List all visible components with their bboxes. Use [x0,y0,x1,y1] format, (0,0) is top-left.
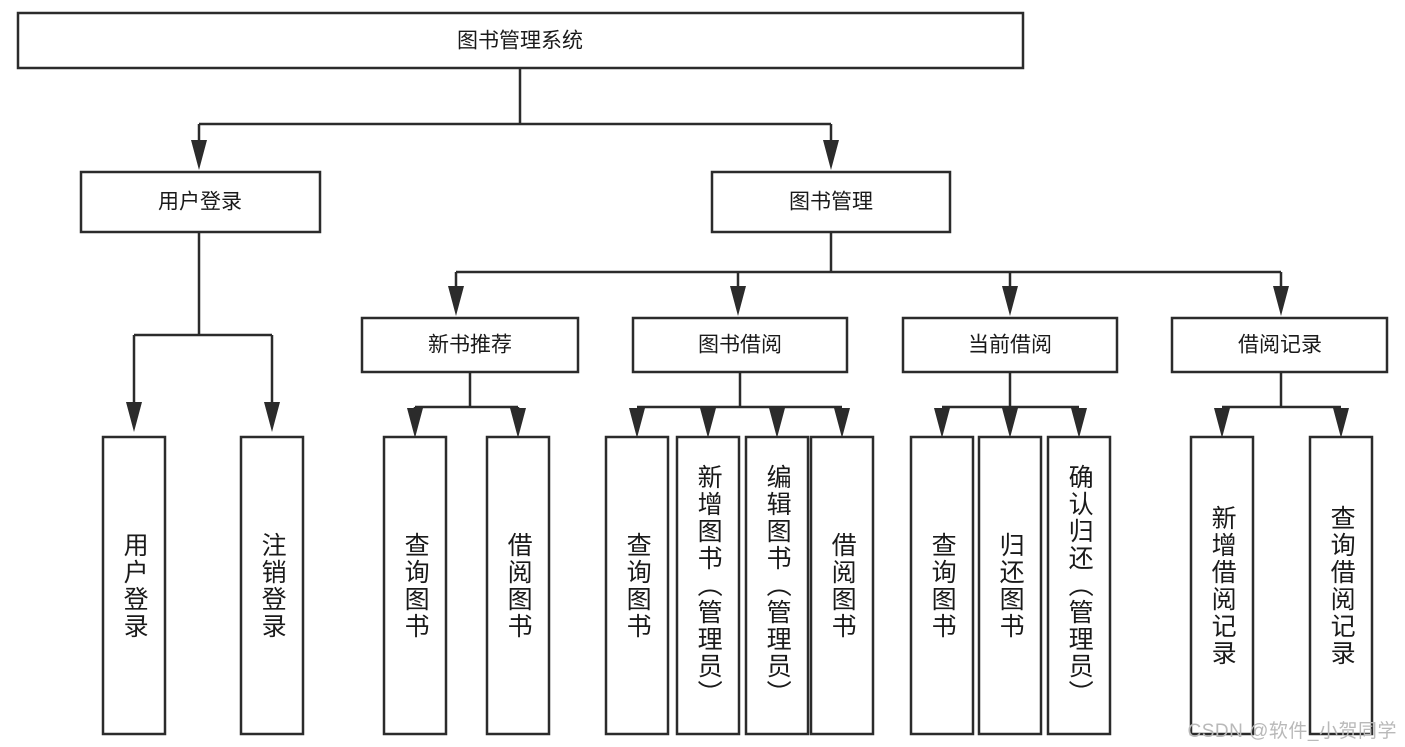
leaf-box-user-login-1[interactable] [239,435,305,736]
node-book-manage-box[interactable] [710,170,952,234]
leaf-box-borrow-record-0[interactable] [1189,435,1255,736]
leaf-label-user-login-0: 用户登录 [120,531,149,640]
leaf-label-wrap-book-borrow-1: 新增图书（管理员） [677,437,739,734]
connector-group-new-book-leaves [407,372,526,438]
node-new-book-recommend-box[interactable] [360,316,580,374]
arrow-head-leaf-nb-1 [510,408,526,438]
leaf-box-new-book-1[interactable] [485,435,551,736]
node-current-borrow-label: 当前借阅 [968,334,1052,357]
csdn-watermark: CSDN @软件_小贺同学 [1187,721,1397,742]
arrow-head-leaf-cb-2 [1071,408,1087,438]
arrow-head-leaf-br-1 [1333,408,1349,438]
leaf-box-book-borrow-0[interactable] [604,435,670,736]
leaf-label-wrap-current-borrow-2: 确认归还（管理员） [1048,437,1110,734]
leaf-label-wrap-book-borrow-2: 编辑图书（管理员） [746,437,808,734]
leaf-label-wrap-user-login-1: 注销登录 [241,437,303,734]
arrow-head-leaf-br-0 [1214,408,1230,438]
leaf-box-current-borrow-1[interactable] [977,435,1043,736]
arrow-head-book-borrow [730,286,746,316]
leaf-label-wrap-current-borrow-1: 归还图书 [979,437,1041,734]
connector-group-booklmanage-to-level3 [448,232,1289,316]
leaf-label-borrow-record-0: 新增借阅记录 [1208,504,1237,667]
node-borrow-record-label: 借阅记录 [1238,334,1322,357]
leaf-label-wrap-borrow-record-0: 新增借阅记录 [1191,437,1253,734]
arrow-head-leaf-bb-2 [769,408,785,438]
leaf-label-book-borrow-0: 查询图书 [623,531,652,640]
leaf-label-book-borrow-2: 编辑图书（管理员） [763,464,792,707]
leaf-label-borrow-record-1: 查询借阅记录 [1327,504,1356,667]
leaf-label-wrap-book-borrow-3: 借阅图书 [811,437,873,734]
node-user-login-box[interactable] [79,170,322,234]
node-book-borrow-box[interactable] [631,316,849,374]
leaf-box-new-book-0[interactable] [382,435,448,736]
arrow-head-leaf-bb-1 [700,408,716,438]
node-root-box[interactable] [16,11,1025,70]
leaf-label-wrap-borrow-record-1: 查询借阅记录 [1310,437,1372,734]
leaf-label-wrap-new-book-0: 查询图书 [384,437,446,734]
node-root-label: 图书管理系统 [457,30,583,53]
node-book-manage-label: 图书管理 [789,191,873,214]
arrow-head-leaf-cb-0 [934,408,950,438]
connector-group-current-borrow-leaves [934,372,1087,438]
leaf-label-wrap-new-book-1: 借阅图书 [487,437,549,734]
leaf-box-current-borrow-2[interactable] [1046,435,1112,736]
leaf-label-wrap-user-login-0: 用户登录 [103,437,165,734]
node-user-login-label: 用户登录 [158,191,242,214]
leaf-label-book-borrow-1: 新增图书（管理员） [694,464,723,707]
arrow-head-leaf-bb-0 [629,408,645,438]
arrow-head-leaf-cb-1 [1002,408,1018,438]
connector-group-root-to-level2 [191,68,839,170]
arrow-head-leaf-bb-3 [834,408,850,438]
arrow-head-book-manage [823,140,839,170]
leaf-box-borrow-record-1[interactable] [1308,435,1374,736]
leaf-box-user-login-0[interactable] [101,435,167,736]
leaf-label-current-borrow-2: 确认归还（管理员） [1065,464,1094,707]
connector-group-borrow-record-leaves [1214,372,1349,438]
leaf-label-wrap-current-borrow-0: 查询图书 [911,437,973,734]
arrow-head-leaf-nb-0 [407,408,423,438]
leaf-box-current-borrow-0[interactable] [909,435,975,736]
leaf-box-book-borrow-1[interactable] [675,435,741,736]
arrow-head-borrow-record [1273,286,1289,316]
arrow-head-leaf-ul-1 [264,402,280,432]
leaf-label-user-login-1: 注销登录 [258,531,287,640]
leaf-label-wrap-book-borrow-0: 查询图书 [606,437,668,734]
connector-group-book-borrow-leaves [629,372,850,438]
connector-group-user-login-leaves [126,232,280,432]
arrow-head-leaf-ul-0 [126,402,142,432]
arrow-head-current-borrow [1002,286,1018,316]
node-borrow-record-box[interactable] [1170,316,1389,374]
node-book-borrow-label: 图书借阅 [698,334,782,357]
node-new-book-recommend-label: 新书推荐 [428,334,512,357]
leaf-label-current-borrow-0: 查询图书 [928,531,957,640]
arrow-head-new-book [448,286,464,316]
node-current-borrow-box[interactable] [901,316,1119,374]
leaf-label-new-book-0: 查询图书 [401,531,430,640]
leaf-box-book-borrow-3[interactable] [809,435,875,736]
arrow-head-user-login [191,140,207,170]
leaf-label-book-borrow-3: 借阅图书 [828,531,857,640]
leaf-box-book-borrow-2[interactable] [744,435,810,736]
leaf-label-current-borrow-1: 归还图书 [996,531,1025,640]
leaf-label-new-book-1: 借阅图书 [504,531,533,640]
